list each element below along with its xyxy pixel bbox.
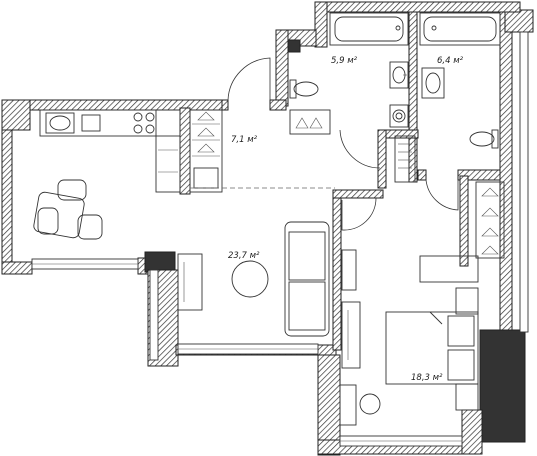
bedroom-shelf (419, 255, 479, 283)
bed (385, 287, 479, 411)
doors (227, 57, 459, 231)
room-area-hallway: 7,1 м² (231, 135, 258, 145)
sink-bathroom (389, 61, 409, 89)
bedroom-wardrobe (475, 181, 505, 259)
room-area-bathroom: 5,9 м² (331, 56, 358, 66)
washing-machine (389, 104, 409, 128)
room-area-bedroom: 18,3 м² (411, 373, 443, 383)
hallway-shoe-rack (289, 109, 331, 135)
bedroom-tv (341, 249, 361, 369)
coffee-table (231, 260, 269, 298)
toilet-bathroom (289, 79, 319, 99)
sofa (284, 221, 330, 337)
room-area-living-kitchen: 23,7 м² (228, 251, 260, 261)
windows (31, 31, 529, 447)
dining-table (33, 179, 103, 240)
room-area-toilet: 6,4 м² (437, 56, 464, 66)
bathtub-left (329, 12, 409, 46)
kitchen-counter (39, 109, 181, 193)
toilet-second-bathroom (469, 129, 499, 149)
hallway-wardrobe (189, 109, 223, 193)
sink-second-bathroom (421, 67, 445, 99)
tv-stand (177, 253, 203, 311)
bathtub-right (419, 12, 501, 46)
bedroom-table (339, 384, 381, 426)
